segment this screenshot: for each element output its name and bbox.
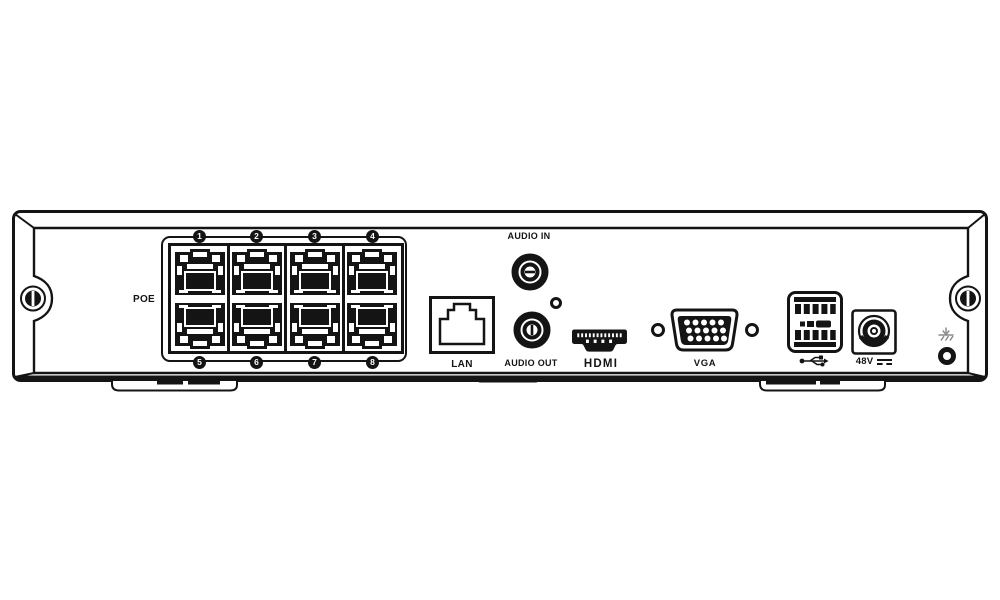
poe-port-2-jack: [232, 249, 282, 295]
audio-out-jack: [513, 311, 551, 349]
poe-port-2-number: 2: [250, 229, 263, 243]
right-panel-screw: [955, 285, 981, 312]
poe-port-5-number: 5: [193, 355, 206, 369]
poe-port-6-jack: [232, 303, 282, 349]
poe-port-5-jack: [175, 303, 225, 349]
poe-port-4-number: 4: [366, 229, 379, 243]
usb-icon: [799, 355, 829, 367]
dc-current-icon: [877, 358, 893, 365]
usb-port-top: [794, 297, 836, 314]
center-tab: [478, 376, 538, 383]
hdmi-port: [572, 329, 627, 352]
hdmi-label: HDMI: [583, 358, 619, 370]
lan-label: LAN: [451, 359, 473, 370]
power-voltage-text: 48V: [855, 356, 874, 367]
usb-port-middle: [800, 320, 831, 328]
audio-out-label: AUDIO OUT: [504, 358, 558, 368]
poe-grid-divider: [284, 246, 288, 351]
lan-port: [429, 296, 495, 354]
poe-port-8-jack: [347, 303, 397, 349]
poe-port-1-number: 1: [193, 229, 206, 243]
vga-port: [651, 308, 759, 352]
poe-port-8-number: 8: [366, 355, 379, 369]
poe-port-6-number: 6: [250, 355, 263, 369]
poe-port-1-jack: [175, 249, 225, 295]
poe-port-3-number: 3: [308, 229, 321, 243]
poe-grid-divider: [342, 246, 346, 351]
poe-port-3-jack: [290, 249, 340, 295]
mounting-hole: [550, 297, 562, 309]
audio-in-jack: [511, 253, 549, 291]
vga-label: VGA: [693, 358, 717, 369]
poe-grid-divider: [227, 246, 231, 351]
ground-icon: [938, 327, 954, 341]
audio-in-label: AUDIO IN: [507, 231, 551, 241]
ground-screw: [938, 347, 956, 365]
usb-port-bottom: [794, 330, 836, 347]
mounting-feet: [111, 376, 886, 392]
poe-label: POE: [132, 294, 156, 305]
poe-port-7-number: 7: [308, 355, 321, 369]
poe-port-7-jack: [290, 303, 340, 349]
vga-screw-hole: [745, 323, 759, 337]
power-label: 48V: [845, 356, 903, 367]
vga-screw-hole: [651, 323, 665, 337]
power-jack: [851, 309, 897, 355]
left-panel-screw: [20, 285, 46, 312]
usb-ports: [787, 291, 843, 353]
poe-port-4-jack: [347, 249, 397, 295]
